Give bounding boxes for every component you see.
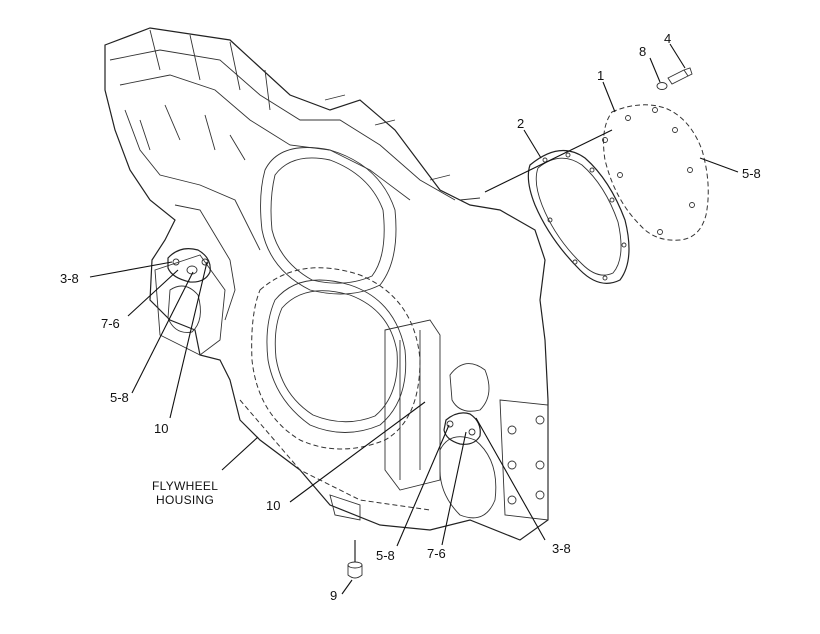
cover-part-1 [602,104,709,241]
flywheel-housing-drawing [104,27,549,541]
flywheel-housing-label-line2: HOUSING [156,493,214,507]
callout-5-8-bottom: 5-8 [376,548,395,563]
callout-4: 4 [664,31,671,46]
callout-9: 9 [330,588,337,603]
washer-part-8 [656,82,668,90]
callout-2: 2 [517,116,524,131]
callout-1: 1 [597,68,604,83]
callout-10-bottom: 10 [266,498,280,513]
flywheel-housing-label-line1: FLYWHEEL [152,479,218,493]
callout-7-6-bottom: 7-6 [427,546,446,561]
callout-5-8-left: 5-8 [110,390,129,405]
callout-8: 8 [639,44,646,59]
callout-7-6-left: 7-6 [101,316,120,331]
small-cover-bottom [443,412,481,445]
callout-3-8-left: 3-8 [60,271,79,286]
leader-lines [89,43,739,595]
callout-3-8-bottom: 3-8 [552,541,571,556]
small-cover-left [167,248,211,283]
bolt-part-4 [667,67,693,85]
plug-part-9 [347,540,363,579]
gasket-part-2 [527,149,630,284]
callout-5-8-right: 5-8 [742,166,761,181]
callout-10-left: 10 [154,421,168,436]
